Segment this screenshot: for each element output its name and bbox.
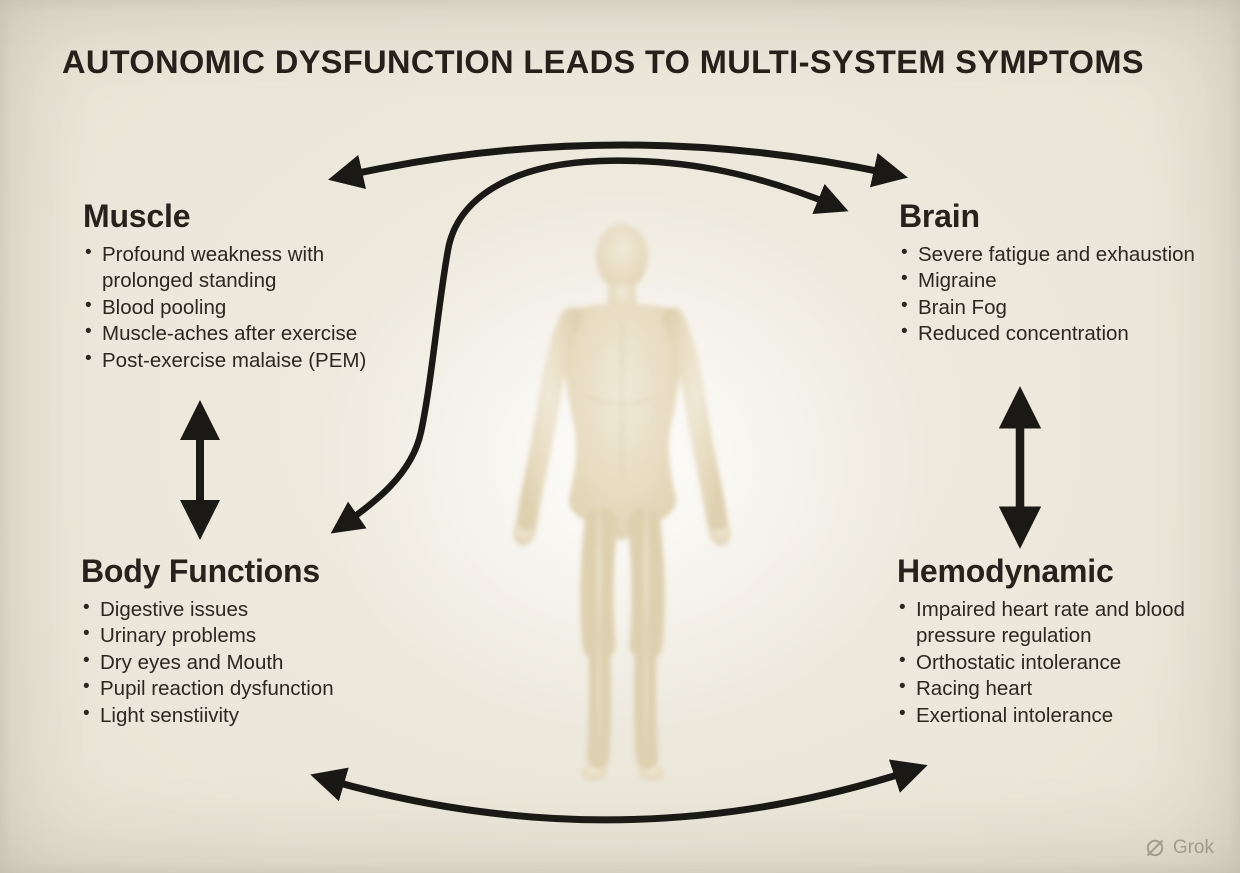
symptom-item: Reduced concentration: [899, 320, 1229, 347]
section-brain: Brain Severe fatigue and exhaustionMigra…: [899, 198, 1229, 348]
symptom-item: Orthostatic intolerance: [897, 649, 1199, 676]
symptom-list: Profound weakness with prolonged standin…: [83, 241, 385, 374]
arrow-muscle-brain: [328, 141, 908, 190]
section-heading: Body Functions: [81, 553, 320, 589]
arrow-brain-body-functions: [330, 157, 849, 534]
section-hemodynamic: Hemodynamic Impaired heart rate and bloo…: [897, 553, 1199, 729]
symptom-item: Exertional intolerance: [897, 702, 1199, 729]
symptom-item: Light senstiivity: [81, 702, 393, 729]
symptom-item: Post-exercise malaise (PEM): [83, 347, 385, 374]
symptom-item: Pupil reaction dysfunction: [81, 675, 393, 702]
section-heading: Hemodynamic: [897, 553, 1114, 589]
symptom-item: Blood pooling: [83, 294, 385, 321]
arrow-body-functions-hemodynamic: [310, 759, 928, 824]
symptom-list: Impaired heart rate and blood pressure r…: [897, 596, 1199, 729]
section-heading: Muscle: [83, 198, 191, 234]
symptom-item: Muscle-aches after exercise: [83, 320, 385, 347]
page-title: AUTONOMIC DYSFUNCTION LEADS TO MULTI-SYS…: [62, 44, 1144, 80]
symptom-item: Racing heart: [897, 675, 1199, 702]
symptom-item: Digestive issues: [81, 596, 393, 623]
grok-watermark: Grok: [1144, 837, 1214, 859]
symptom-item: Dry eyes and Mouth: [81, 649, 393, 676]
symptom-item: Profound weakness with prolonged standin…: [83, 241, 385, 295]
symptom-item: Impaired heart rate and blood pressure r…: [897, 596, 1199, 650]
symptom-item: Migraine: [899, 267, 1229, 294]
symptom-list: Digestive issuesUrinary problemsDry eyes…: [81, 596, 393, 729]
symptom-item: Brain Fog: [899, 294, 1229, 321]
grok-logo-icon: [1146, 839, 1164, 857]
symptom-list: Severe fatigue and exhaustionMigraineBra…: [899, 241, 1229, 348]
symptom-item: Urinary problems: [81, 622, 393, 649]
symptom-item: Severe fatigue and exhaustion: [899, 241, 1229, 268]
section-heading: Brain: [899, 198, 980, 234]
section-body-functions: Body Functions Digestive issuesUrinary p…: [81, 553, 393, 729]
grok-label: Grok: [1172, 837, 1214, 858]
section-muscle: Muscle Profound weakness with prolonged …: [83, 198, 385, 374]
